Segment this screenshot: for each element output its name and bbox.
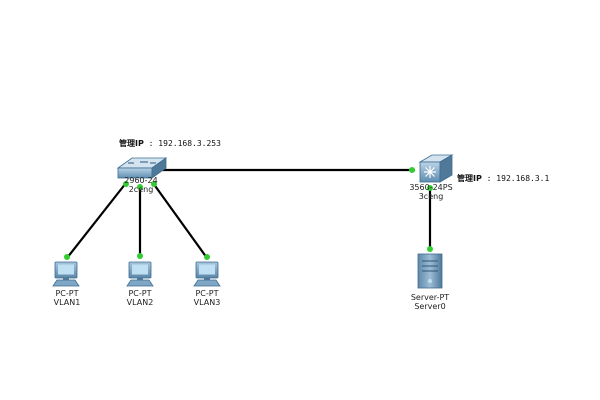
device-type: Server-PT [410,293,450,302]
device-type: PC-PT [55,289,79,298]
port-dot [137,184,143,190]
server-label: Server-PT Server0 [402,293,458,311]
pc1-label: PC-PT VLAN1 [46,289,88,307]
device-type: PC-PT [195,289,219,298]
device-model: 3560-24PS [409,183,453,192]
device-name: 2ceng [128,185,154,194]
link-switch-to-pc3[interactable] [152,182,208,259]
pc-icon[interactable] [52,261,80,287]
device-name: VLAN3 [193,298,221,307]
switch-3560-icon[interactable] [418,154,454,183]
device-type: PC-PT [128,289,152,298]
device-name: VLAN1 [53,298,81,307]
server-icon[interactable] [417,253,443,289]
pc2-label: PC-PT VLAN2 [119,289,161,307]
port-dot [409,167,415,173]
port-dot [64,254,70,260]
port-dot [123,181,129,187]
mgmt-key: 管理IP [119,139,144,148]
device-name: VLAN2 [126,298,154,307]
access-switch-label: 2960-24 2ceng [117,176,165,194]
mgmt-key: 管理IP [457,174,482,183]
switch-2960-icon[interactable] [116,157,168,179]
port-dot [427,185,433,191]
port-dot [204,254,210,260]
pc-icon[interactable] [126,261,154,287]
device-name: Server0 [414,302,446,311]
mgmt-ip-core-switch: 管理IP : 192.168.3.1 [457,173,549,184]
mgmt-ip-value: : 192.168.3.253 [148,139,221,148]
link-switch-to-pc1[interactable] [66,182,127,259]
core-switch-label: 3560-24PS 3ceng [405,183,457,201]
mgmt-ip-access-switch: 管理IP : 192.168.3.253 [119,138,221,149]
port-dot [427,246,433,252]
mgmt-ip-value: : 192.168.3.1 [486,174,550,183]
pc-icon[interactable] [193,261,221,287]
device-model: 2960-24 [124,176,158,185]
port-dot [137,253,143,259]
device-name: 3ceng [418,192,444,201]
links [66,168,432,259]
pc3-label: PC-PT VLAN3 [186,289,228,307]
port-dot [151,181,157,187]
